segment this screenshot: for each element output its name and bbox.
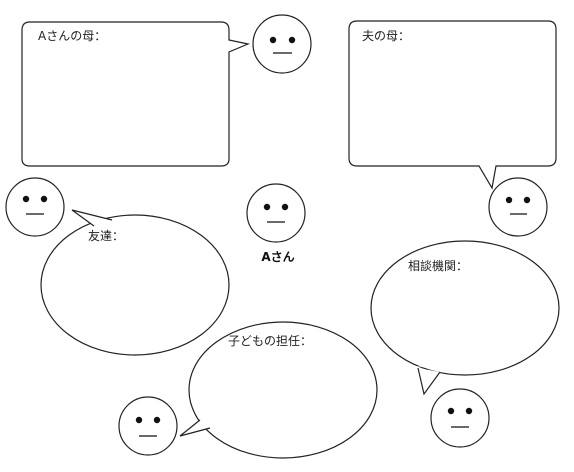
face-teacher bbox=[118, 396, 178, 456]
bubble-husband-mother: 夫の母： bbox=[348, 20, 557, 190]
bubble-a-mother: Aさんの母： bbox=[21, 21, 251, 167]
bubble-a-mother-label: Aさんの母： bbox=[38, 29, 106, 43]
bubble-husband-mother-label: 夫の母： bbox=[362, 29, 410, 43]
bubble-friend-label: 友達： bbox=[88, 229, 124, 243]
bubble-friend: 友達： bbox=[40, 209, 230, 356]
face-husband-mother bbox=[488, 177, 548, 237]
face-consult bbox=[430, 388, 490, 448]
face-center: Aさん bbox=[246, 183, 306, 264]
center-name: Aさん bbox=[261, 250, 294, 264]
bubble-teacher-label: 子どもの担任： bbox=[228, 334, 312, 348]
face-friend bbox=[5, 177, 65, 237]
bubble-consult: 相談機関： bbox=[370, 240, 560, 396]
bubble-teacher: 子どもの担任： bbox=[179, 321, 378, 459]
bubble-consult-label: 相談機関： bbox=[408, 258, 468, 273]
face-a-mother bbox=[252, 14, 312, 74]
